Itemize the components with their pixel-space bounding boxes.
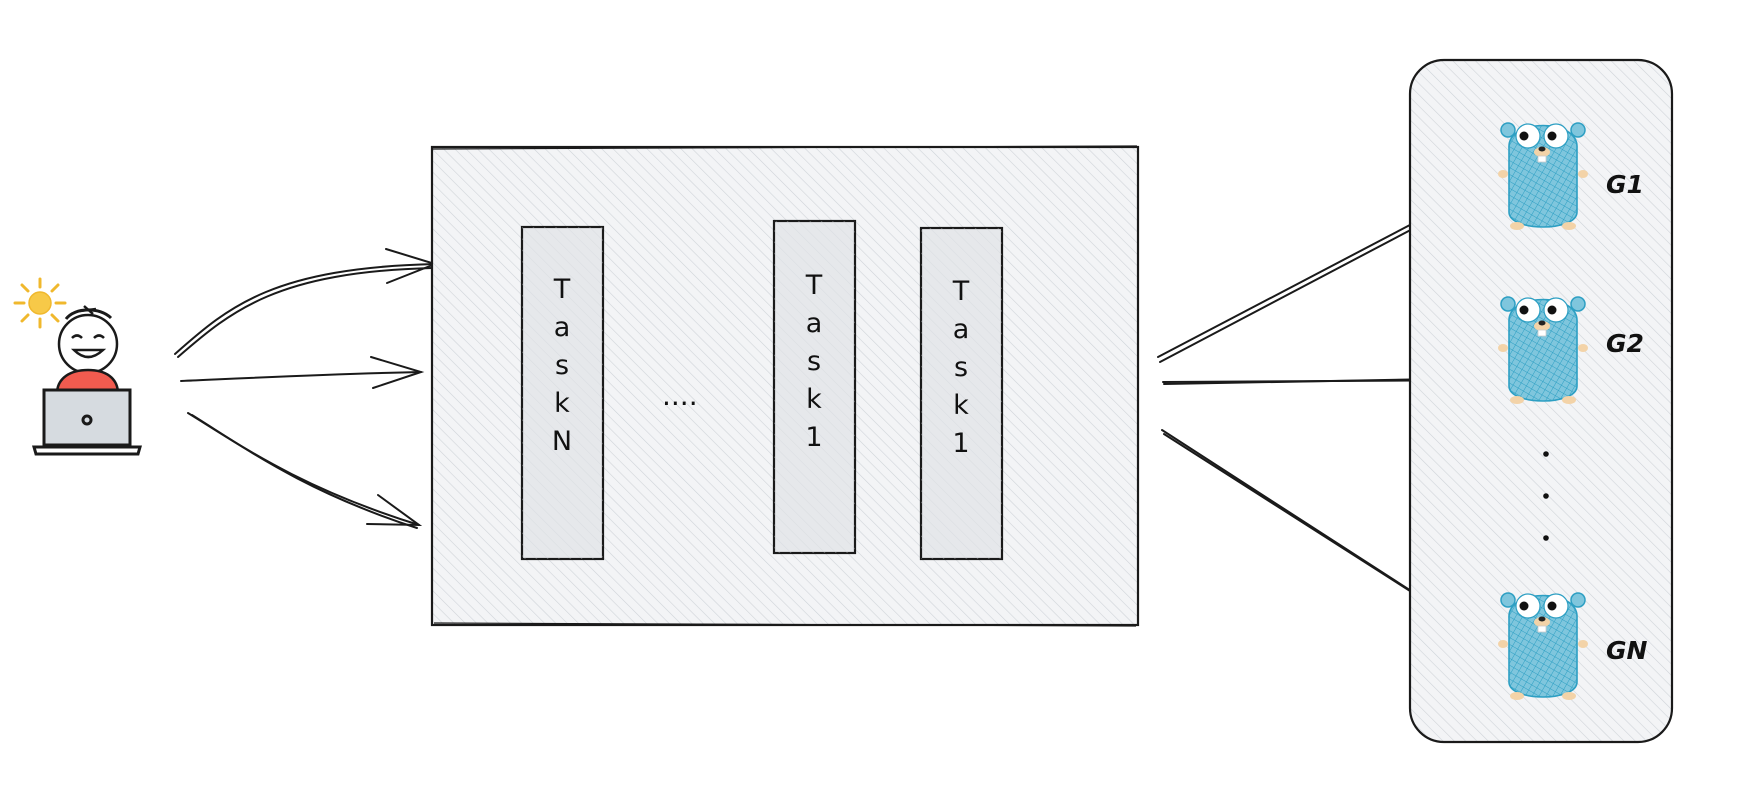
goroutine-g2	[1498, 296, 1588, 404]
incoming-arrows	[174, 248, 439, 529]
task-0-letter-1: a	[554, 312, 571, 343]
task-ellipsis: ....	[662, 379, 698, 412]
task-1-letter-0: T	[805, 270, 823, 301]
task-2-letter-1: a	[953, 314, 970, 345]
task-1-letter-1: a	[806, 308, 823, 339]
goroutine-label-g2: G2	[1606, 329, 1644, 358]
task-1-letter-3: k	[806, 384, 822, 415]
goroutine-label-gn: GN	[1606, 636, 1648, 665]
arrow-user-to-queue-top	[174, 248, 439, 358]
sun-icon	[13, 277, 67, 329]
task-0-letter-0: T	[553, 274, 571, 305]
vertical-ellipsis	[1543, 451, 1549, 541]
task-1-letter-2: s	[807, 346, 821, 377]
task-0-letter-2: s	[555, 350, 569, 381]
person-body	[55, 368, 120, 394]
task-0-letter-4: N	[552, 426, 572, 457]
task-2-letter-0: T	[952, 276, 970, 307]
arrow-user-to-queue-middle	[180, 356, 425, 389]
go-gopher-icon	[1498, 296, 1588, 404]
task-2-letter-2: s	[954, 352, 968, 383]
goroutine-g1	[1498, 122, 1588, 230]
go-gopher-icon	[1498, 122, 1588, 230]
person-head	[57, 305, 119, 375]
task-0-letter-3: k	[554, 388, 570, 419]
laptop-icon	[32, 388, 142, 456]
task-1-letter-4: 1	[805, 422, 822, 453]
developer-with-laptop-icon	[13, 277, 142, 456]
goroutine-label-g1: G1	[1606, 170, 1644, 199]
arrow-user-to-queue-bottom	[187, 412, 423, 529]
goroutine-gn	[1498, 592, 1588, 700]
task-2-letter-3: k	[953, 390, 969, 421]
task-2-letter-4: 1	[952, 428, 969, 459]
go-gopher-icon	[1498, 592, 1588, 700]
